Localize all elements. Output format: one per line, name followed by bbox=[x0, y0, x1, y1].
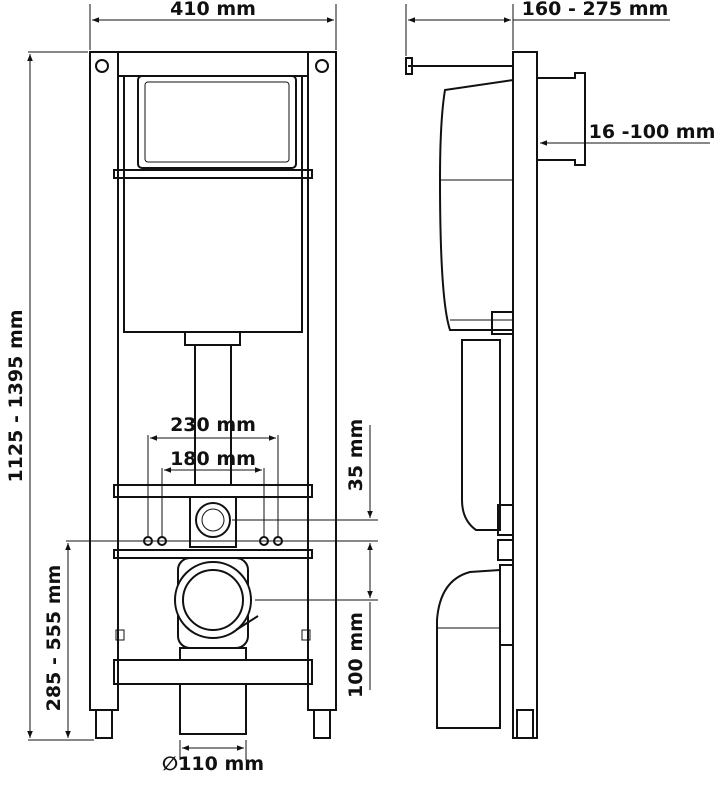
top-bar bbox=[117, 51, 309, 77]
side-flush-pipe bbox=[461, 339, 501, 531]
mount-hole-icon bbox=[315, 59, 329, 73]
flange-label: 16 -100 mm bbox=[589, 121, 716, 143]
left-post bbox=[89, 51, 119, 711]
wall-flange bbox=[536, 72, 586, 166]
outlet-offset-label: 100 mm bbox=[345, 612, 367, 698]
front-view bbox=[89, 51, 337, 739]
inlet-box bbox=[189, 496, 237, 548]
side-foot bbox=[516, 709, 534, 739]
mount-hole-icon bbox=[95, 59, 109, 73]
side-bend bbox=[436, 568, 501, 729]
bolt-outer-label: 230 mm bbox=[170, 414, 256, 436]
outlet-height-label: 285 - 555 mm bbox=[43, 565, 65, 712]
outlet-clip bbox=[235, 615, 259, 631]
side-cistern bbox=[438, 78, 514, 331]
bottom-bar bbox=[113, 659, 313, 685]
side-view bbox=[405, 51, 586, 739]
dimension-labels: 410 mm 160 - 275 mm 16 -100 mm 1125 - 13… bbox=[5, 0, 715, 775]
right-foot bbox=[313, 709, 331, 739]
right-post bbox=[307, 51, 337, 711]
pipe-diameter-label: ∅110 mm bbox=[162, 753, 264, 775]
crossbar-upper bbox=[113, 484, 313, 498]
drain-pipe bbox=[179, 683, 247, 735]
frame-width-label: 410 mm bbox=[170, 0, 256, 20]
cistern bbox=[123, 75, 303, 333]
dimension-lines bbox=[27, 4, 710, 760]
inlet-ring bbox=[195, 502, 231, 538]
crossbar-lower bbox=[113, 549, 313, 559]
flush-opening bbox=[137, 75, 297, 169]
inlet-offset-label: 35 mm bbox=[345, 419, 367, 492]
outlet-ring bbox=[174, 561, 252, 639]
cistern-band bbox=[113, 169, 313, 179]
depth-label: 160 - 275 mm bbox=[522, 0, 669, 20]
bolt-inner-label: 180 mm bbox=[170, 448, 256, 470]
left-foot bbox=[95, 709, 113, 739]
height-label: 1125 - 1395 mm bbox=[5, 309, 27, 482]
cistern-neck bbox=[184, 332, 241, 346]
side-post bbox=[512, 51, 538, 739]
